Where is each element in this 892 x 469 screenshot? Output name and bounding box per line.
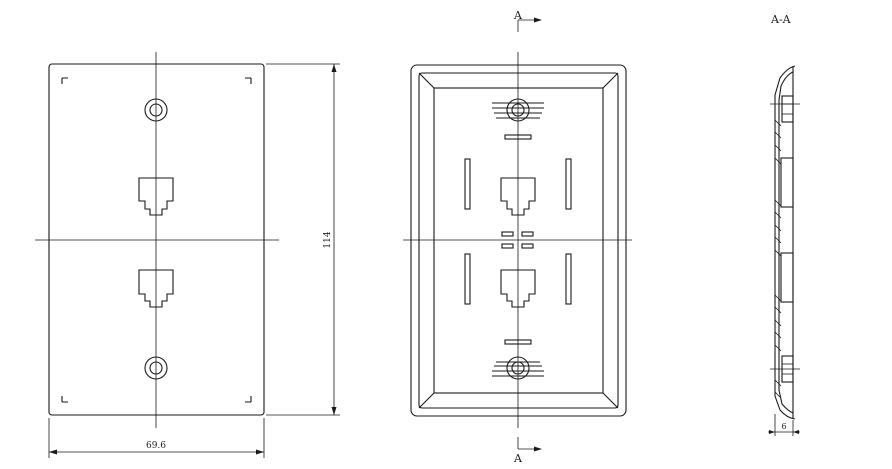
tall-slot bbox=[565, 253, 572, 305]
thickness-dimension-label: 6 bbox=[781, 422, 786, 431]
bottom-phone-jack bbox=[500, 269, 536, 308]
slot bbox=[521, 231, 534, 237]
bottom-screw-hole bbox=[144, 356, 168, 380]
section-label-top: A bbox=[513, 9, 523, 22]
thickness-dimension bbox=[768, 414, 800, 436]
top-phone-jack bbox=[500, 177, 536, 216]
section-ribs bbox=[774, 119, 782, 399]
slot bbox=[501, 243, 514, 249]
width-dimension-label: 69.6 bbox=[146, 441, 166, 451]
back-view: A A bbox=[403, 9, 632, 465]
back-plate-recess bbox=[433, 87, 604, 394]
height-dimension-label: 114 bbox=[323, 231, 333, 248]
corner-mark bbox=[61, 77, 68, 84]
back-plate-outer bbox=[410, 64, 627, 417]
height-dimension bbox=[266, 63, 340, 416]
top-screw-boss bbox=[492, 98, 544, 122]
section-top-boss bbox=[781, 95, 794, 123]
recess-chamfer-lines bbox=[418, 72, 619, 409]
corner-mark bbox=[245, 396, 252, 403]
bottom-screw-boss bbox=[492, 356, 544, 380]
tall-slot bbox=[565, 158, 572, 210]
tall-slot bbox=[464, 253, 471, 305]
front-plate-outline bbox=[48, 63, 265, 416]
front-view: 69.6 114 bbox=[35, 52, 340, 458]
slot bbox=[501, 231, 514, 237]
section-title: A-A bbox=[770, 13, 792, 26]
section-view: A-A 6 bbox=[768, 13, 800, 436]
section-profile-outer bbox=[774, 65, 796, 420]
width-dimension bbox=[48, 418, 265, 458]
top-screw-hole bbox=[144, 98, 168, 122]
section-bottom-jack bbox=[780, 252, 794, 303]
section-label-bottom: A bbox=[513, 452, 523, 465]
corner-mark bbox=[245, 77, 252, 84]
back-plate-inner bbox=[418, 72, 619, 409]
section-profile-inner bbox=[778, 71, 794, 414]
tall-slot bbox=[464, 158, 471, 210]
section-arrow-bottom bbox=[517, 437, 542, 452]
section-top-jack bbox=[780, 157, 794, 208]
bottom-phone-jack bbox=[138, 269, 174, 308]
corner-mark bbox=[61, 396, 68, 403]
slot bbox=[504, 339, 532, 345]
section-arrow-top bbox=[517, 17, 542, 32]
slot bbox=[521, 243, 534, 249]
top-phone-jack bbox=[138, 177, 174, 216]
slot bbox=[504, 134, 532, 140]
